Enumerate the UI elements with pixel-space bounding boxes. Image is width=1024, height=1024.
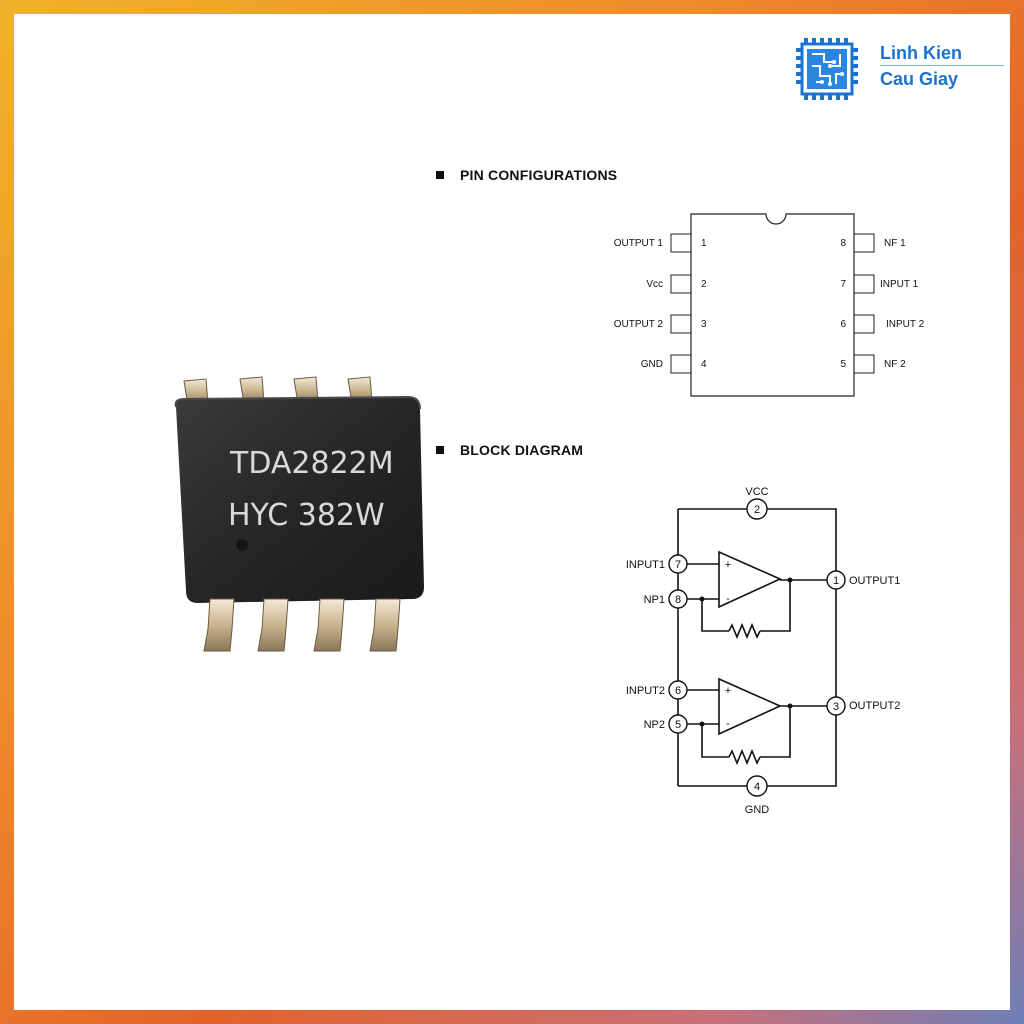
output2-label: OUTPUT2	[849, 700, 900, 712]
pin-circle-8	[668, 589, 688, 609]
brand-divider	[880, 65, 1004, 66]
pin-1-label: OUTPUT 1	[614, 238, 664, 249]
input1-pin-number: 7	[675, 559, 681, 571]
pin-5-label: NF 2	[884, 359, 906, 370]
chip-marking-line-1: TDA2822M	[229, 446, 394, 481]
amp1-minus-sign: -	[726, 593, 730, 605]
block-diagram-title: BLOCK DIAGRAM	[460, 442, 584, 458]
np1-label: NP1	[644, 594, 665, 606]
output1-pin-number: 1	[833, 575, 839, 587]
block-diagram: 2 4 7 8 1 6 5 3 + - + - VCC GND INPUT1 N…	[626, 486, 900, 816]
gnd-pin-number: 4	[754, 781, 760, 793]
pin-circle-3	[826, 696, 846, 716]
square-bullet-icon	[436, 446, 444, 454]
outer-frame	[678, 508, 837, 787]
pin-4-number: 4	[701, 359, 707, 370]
pin-7-label: INPUT 1	[880, 279, 919, 290]
output1-label: OUTPUT1	[849, 575, 900, 587]
input2-label: INPUT2	[626, 685, 665, 697]
pin-6-number: 6	[840, 319, 846, 330]
pin-1-number: 1	[701, 238, 707, 249]
pin-circle-7	[668, 554, 688, 574]
op-amp-2	[718, 677, 782, 736]
product-canvas: Linh Kien Cau Giay TDA28	[14, 14, 1010, 1010]
pin-circle-5	[668, 714, 688, 734]
square-bullet-icon	[436, 171, 444, 179]
pin-3-number: 3	[701, 319, 707, 330]
op-amp-1	[718, 550, 782, 609]
gnd-label: GND	[745, 804, 770, 816]
chip-photo: TDA2822M HYC 382W	[174, 376, 424, 652]
left-pins	[670, 233, 692, 374]
chip-body	[175, 397, 424, 603]
pin-3-label: OUTPUT 2	[614, 319, 664, 330]
pin-8-label: NF 1	[884, 238, 906, 249]
brand-line-1: Linh Kien	[880, 43, 962, 63]
pin-2-number: 2	[701, 279, 707, 290]
output2-pin-number: 3	[833, 701, 839, 713]
vcc-pin-number: 2	[754, 504, 760, 516]
np2-pin-number: 5	[675, 719, 681, 731]
amp1-plus-sign: +	[725, 559, 731, 571]
np2-label: NP2	[644, 719, 665, 731]
pin-6-label: INPUT 2	[886, 319, 925, 330]
pin-circle-2	[746, 498, 768, 520]
brand-line-2: Cau Giay	[880, 69, 959, 89]
circuit-chip-logo-icon	[796, 38, 858, 100]
chip-marking-line-2: HYC 382W	[228, 498, 385, 533]
pin1-dot	[236, 539, 248, 551]
block-diagram-heading: BLOCK DIAGRAM	[436, 442, 583, 458]
input2-pin-number: 6	[675, 685, 681, 697]
pin-configurations-title: PIN CONFIGURATIONS	[460, 167, 618, 183]
input1-label: INPUT1	[626, 559, 665, 571]
pin-2-label: Vcc	[646, 279, 663, 290]
right-pins	[853, 233, 875, 374]
pin-configurations-heading: PIN CONFIGURATIONS	[436, 167, 617, 183]
np1-pin-number: 8	[675, 594, 681, 606]
pin-8-number: 8	[840, 238, 846, 249]
vcc-label: VCC	[745, 486, 768, 498]
pin-4-label: GND	[641, 359, 663, 370]
pin-circle-4	[746, 775, 768, 797]
amp2-plus-sign: +	[725, 685, 731, 697]
package-outline	[690, 213, 855, 397]
pin-circle-1	[826, 570, 846, 590]
brand-name: Linh Kien Cau Giay	[880, 42, 1005, 90]
pin-configuration-diagram: OUTPUT 1 Vcc OUTPUT 2 GND 1 2 3 4 8 7 6 …	[614, 213, 925, 397]
chip-bottom-leads	[203, 598, 401, 652]
pin-7-number: 7	[840, 279, 846, 290]
pin-circle-6	[668, 680, 688, 700]
pin-5-number: 5	[840, 359, 846, 370]
amp2-minus-sign: -	[726, 718, 730, 730]
